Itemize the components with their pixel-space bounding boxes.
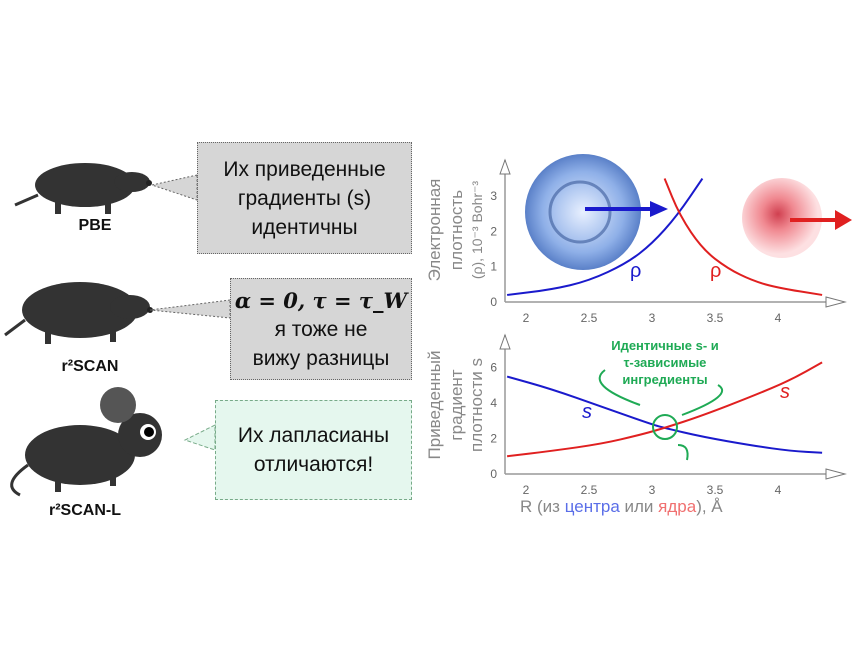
x-axis-title: R (из центра или ядра), Å <box>520 497 723 517</box>
x-tick-label: 2.5 <box>581 483 598 497</box>
x-tick-label: 3 <box>649 483 656 497</box>
y-axis-title: плотность <box>447 190 466 270</box>
model-label-pbe: PBE <box>78 217 112 234</box>
annotation-label: Идентичные s- и τ-зависимые ингредиенты <box>590 337 740 388</box>
xlabel-nucleus: ядра <box>658 497 697 516</box>
x-tick-label: 3.5 <box>707 311 724 325</box>
bubble-formula: α = 0, τ = τ_W <box>234 287 408 313</box>
y-tick-label: 4 <box>490 396 497 410</box>
x-axis-arrow <box>825 296 847 308</box>
bubble-line: отличаются! <box>253 453 374 476</box>
bubble-line: Их приведенные <box>223 157 386 181</box>
atom-icon <box>742 178 822 258</box>
y-axis-title: (ρ), 10⁻³ Bohr⁻³ <box>469 181 485 280</box>
series-line-blue <box>506 375 823 454</box>
series-label: ρ <box>710 260 721 282</box>
x-tick-label: 3.5 <box>707 483 724 497</box>
y-axis-arrow <box>499 158 511 175</box>
annotation-line: Идентичные s- и <box>611 338 719 353</box>
model-label-r2scan: r²SCAN <box>61 358 119 375</box>
model-label-r2scan-l: r²SCAN-L <box>49 502 121 519</box>
y-axis-arrow <box>499 333 511 350</box>
bubble-line: вижу разницы <box>252 346 390 370</box>
y-tick-label: 0 <box>490 295 497 309</box>
xlabel-suffix: ), Å <box>696 497 723 516</box>
speech-bubble-pbe: Их приведенные градиенты (s) идентичны <box>197 142 412 254</box>
y-tick-label: 2 <box>490 432 497 446</box>
bubble-line: идентичны <box>251 215 358 239</box>
x-tick-label: 3 <box>649 311 656 325</box>
y-tick-label: 6 <box>490 361 497 375</box>
xlabel-mid: или <box>619 497 659 516</box>
bubble-line: я тоже не <box>274 317 368 341</box>
series-line-blue <box>506 177 704 296</box>
bubble-line: Их лапласианы <box>237 424 390 447</box>
series-label: s <box>780 381 790 403</box>
x-tick-label: 2 <box>523 311 530 325</box>
series-label: s <box>582 401 592 423</box>
y-axis-title: градиент <box>447 369 466 440</box>
y-tick-label: 2 <box>490 224 497 238</box>
annotation-line: τ-зависимые <box>623 355 707 370</box>
fullerene-icon <box>525 154 641 270</box>
y-tick-label: 0 <box>490 467 497 481</box>
speech-bubble-r2scan: α = 0, τ = τ_W я тоже не вижу разницы <box>230 278 412 380</box>
xlabel-prefix: R (из <box>520 497 565 516</box>
annotation-arrow <box>677 444 689 461</box>
mice-illustrations <box>4 163 162 497</box>
xlabel-center: центра <box>564 497 620 516</box>
speech-bubble-r2scan-l: Их лапласианы отличаются! <box>215 400 412 500</box>
mouse-icon <box>10 387 162 497</box>
shrew-icon <box>4 282 153 344</box>
y-axis-title: Приведенный <box>425 351 444 460</box>
x-tick-label: 2.5 <box>581 311 598 325</box>
y-tick-label: 3 <box>490 189 497 203</box>
x-tick-label: 4 <box>775 483 782 497</box>
series-label: ρ <box>630 260 641 282</box>
intersection-circle <box>652 414 678 440</box>
series-line-red <box>663 178 823 296</box>
annotation-arrow <box>598 369 641 406</box>
x-axis-arrow <box>825 468 847 480</box>
x-tick-label: 4 <box>775 311 782 325</box>
x-tick-label: 2 <box>523 483 530 497</box>
y-axis-title: плотности s <box>467 358 486 452</box>
annotation-arrow <box>681 384 724 416</box>
shrew-icon <box>14 163 152 214</box>
y-tick-label: 1 <box>490 260 497 274</box>
annotation-line: ингредиенты <box>622 372 708 387</box>
bubble-line: градиенты (s) <box>237 186 372 210</box>
y-axis-title: Электронная <box>425 179 444 282</box>
series-line-red <box>506 361 823 458</box>
